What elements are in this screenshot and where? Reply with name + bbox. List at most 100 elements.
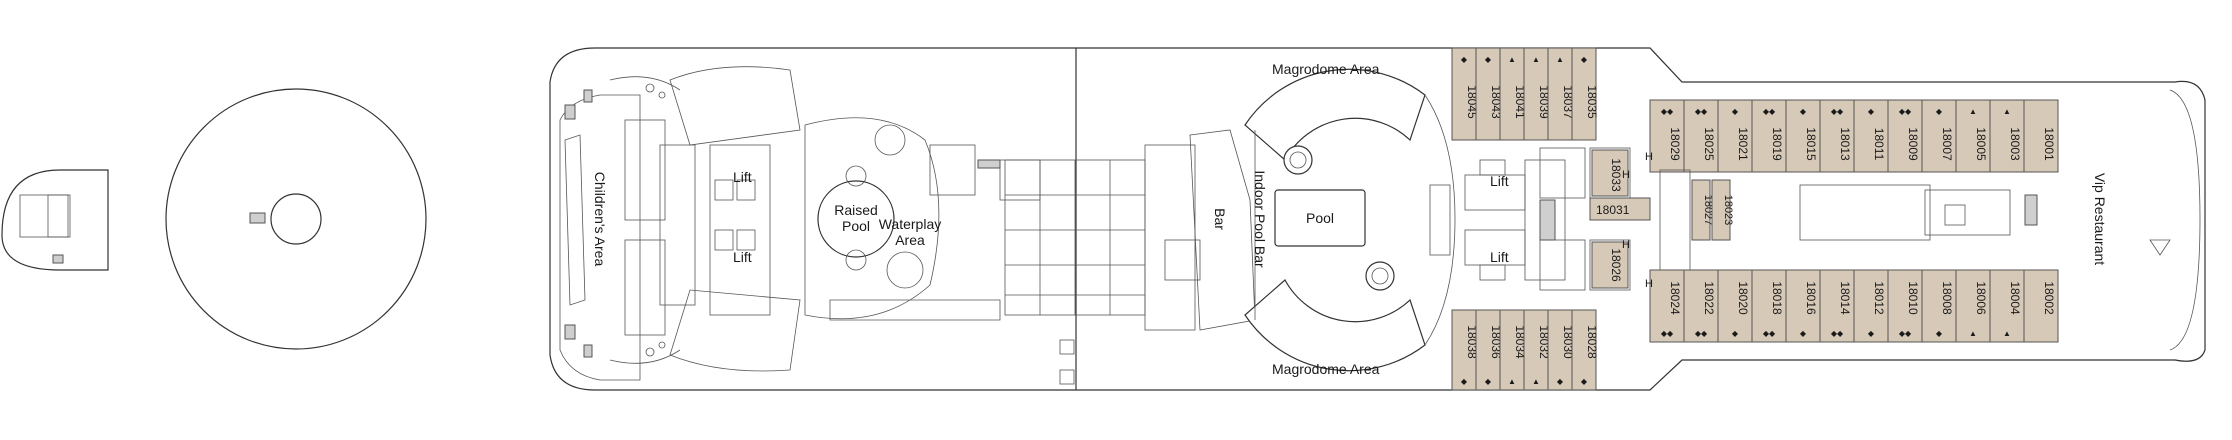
cabin-box	[1475, 309, 1501, 391]
cabin-box	[1571, 47, 1597, 141]
cabin-box	[1887, 99, 1923, 173]
cabin-18016[interactable]: 18016◆	[1785, 269, 1821, 343]
cabin-number: 18025	[1702, 127, 1716, 161]
raised-pool-label-1: Raised	[834, 202, 878, 218]
cabin-box	[1499, 47, 1525, 141]
cabin-18035[interactable]: 18035◆	[1571, 47, 1599, 141]
cabin-number: 18001	[2042, 127, 2056, 161]
cabin-18006[interactable]: 18006▲	[1955, 269, 1991, 343]
cabin-h-marker: H	[1622, 239, 1630, 251]
cabin-number: 18020	[1736, 281, 1750, 315]
forward-lift-block	[1464, 159, 1566, 281]
cabin-category-symbol: ▲	[1508, 377, 1516, 386]
cabin-18003[interactable]: 18003▲	[1989, 99, 2025, 173]
cabin-category-symbol: ◆	[1581, 377, 1588, 386]
cabin-number: 18018	[1770, 281, 1784, 315]
cabin-18010[interactable]: 18010 ◆◆	[1887, 269, 1923, 343]
cabin-18001[interactable]: 18001	[2023, 99, 2059, 173]
bar-label: Bar	[1212, 208, 1228, 230]
cabin-number: 18013	[1838, 127, 1852, 161]
cabin-box	[1887, 269, 1923, 343]
cabin-18015[interactable]: 18015◆	[1785, 99, 1821, 173]
cabin-category-symbol: ▲	[1532, 55, 1540, 64]
cabin-row-top-fwd: 18029◆◆18025◆◆18021◆18019◆◆18015◆18013◆◆…	[1649, 99, 2059, 173]
cabin-18005[interactable]: 18005▲	[1955, 99, 1991, 173]
cabin-18032[interactable]: 18032▲	[1523, 309, 1551, 391]
cabin-18038[interactable]: 18038◆	[1451, 309, 1479, 391]
cabin-category-symbol: ◆	[1732, 329, 1739, 338]
cabin-18027[interactable]: 18027	[1702, 195, 1714, 226]
cabin-18022[interactable]: 18022◆◆	[1683, 269, 1719, 343]
cabin-18002[interactable]: 18002	[2023, 269, 2059, 343]
cabin-18013[interactable]: 18013 ◆◆	[1819, 99, 1855, 173]
cabin-18008[interactable]: 18008◆	[1921, 269, 1957, 343]
cabin-category-symbol: ◆	[1485, 377, 1492, 386]
lift-fwd-top-label: Lift	[1490, 173, 1509, 189]
cabin-category-symbol: ▲	[1508, 55, 1516, 64]
cabin-number: 18010	[1906, 281, 1920, 315]
waterplay-area-label-2: Area	[895, 232, 925, 248]
cabin-number: 18024	[1668, 281, 1682, 315]
cabin-18023[interactable]: 18023	[1722, 195, 1734, 226]
cabin-category-symbol: ▲	[2003, 107, 2011, 116]
cabin-number: 18028	[1585, 325, 1599, 359]
funnel-circle	[165, 88, 427, 350]
cabin-18039[interactable]: 18039▲	[1523, 47, 1551, 141]
cabin-category-symbol: ▲	[1532, 377, 1540, 386]
cabin-18028[interactable]: 18028 ◆	[1571, 309, 1599, 391]
cabin-number: 18029	[1668, 127, 1682, 161]
cabin-18018[interactable]: 18018◆◆	[1751, 269, 1787, 343]
cabin-h-marker: H	[1622, 169, 1630, 181]
cabin-h-marker: H	[1645, 278, 1653, 290]
cabin-category-symbol: ◆◆	[1695, 329, 1708, 338]
cabin-18009[interactable]: 18009◆◆	[1887, 99, 1923, 173]
cabin-box	[1717, 269, 1753, 343]
lift-aft-top-label: Lift	[733, 169, 752, 185]
cabin-category-symbol: ◆◆	[1899, 329, 1912, 338]
cabin-category-symbol: ◆◆	[1831, 107, 1844, 116]
vip-restaurant-label: Vip Restaurant	[2092, 173, 2108, 265]
cabin-box	[1571, 309, 1597, 391]
cabin-number: 18021	[1736, 127, 1750, 161]
cabin-18033[interactable]: 18033	[1609, 158, 1623, 192]
cabin-category-symbol: ▲	[2003, 329, 2011, 338]
cabin-box	[1785, 99, 1821, 173]
cabin-18034[interactable]: 18034▲	[1499, 309, 1527, 391]
pool-label: Pool	[1306, 210, 1334, 226]
childrens-area-label: Children's Area	[592, 172, 608, 267]
cabin-18014[interactable]: 18014◆◆	[1819, 269, 1855, 343]
cabin-18011[interactable]: 18011 ◆	[1853, 99, 1889, 173]
ship-hull-outline	[549, 47, 2206, 391]
cabin-18021[interactable]: 18021◆	[1717, 99, 1753, 173]
cabin-category-symbol: ◆	[1868, 107, 1875, 116]
cabin-18007[interactable]: 18007◆	[1921, 99, 1957, 173]
cabin-18037[interactable]: 18037▲	[1547, 47, 1575, 141]
cabin-18019[interactable]: 18019◆◆	[1751, 99, 1787, 173]
cabin-18043[interactable]: 18043◆	[1475, 47, 1503, 141]
cabin-18030[interactable]: 18030◆	[1547, 309, 1575, 391]
cabin-18041[interactable]: 18041▲	[1499, 47, 1527, 141]
cabin-box	[1785, 269, 1821, 343]
magrodome-area-top-label: Magrodome Area	[1272, 61, 1380, 77]
cabin-18036[interactable]: 18036◆	[1475, 309, 1503, 391]
cabin-row-bottom-fwd: 18024◆◆18022◆◆18020◆18018◆◆18016◆18014◆◆…	[1649, 269, 2059, 343]
cabin-row-bottom-aft: 18038◆18036◆18034▲18032▲18030◆ 18028 ◆	[1451, 309, 1599, 391]
cabin-18026[interactable]: 18026	[1609, 248, 1623, 282]
cabin-category-symbol: ◆	[1936, 107, 1943, 116]
cabin-number: 18005	[1974, 127, 1988, 161]
cabin-18004[interactable]: 18004▲	[1989, 269, 2025, 343]
cabin-18025[interactable]: 18025◆◆	[1683, 99, 1719, 173]
cabin-18024[interactable]: 18024◆◆	[1649, 269, 1685, 343]
cabin-18029[interactable]: 18029◆◆	[1649, 99, 1685, 173]
cabin-18031[interactable]: 18031	[1596, 203, 1630, 217]
indoor-pool-area	[1244, 68, 1456, 372]
cabin-18020[interactable]: 18020 ◆	[1717, 269, 1753, 343]
cabin-18012[interactable]: 18012◆	[1853, 269, 1889, 343]
cabin-box	[1751, 269, 1787, 343]
cabin-number: 18014	[1838, 281, 1852, 315]
cabin-number: 18011	[1872, 128, 1886, 161]
cabin-18045[interactable]: 18045◆	[1451, 47, 1479, 141]
lift-aft-bottom-label: Lift	[733, 249, 752, 265]
cabin-category-symbol: ◆	[1868, 329, 1875, 338]
